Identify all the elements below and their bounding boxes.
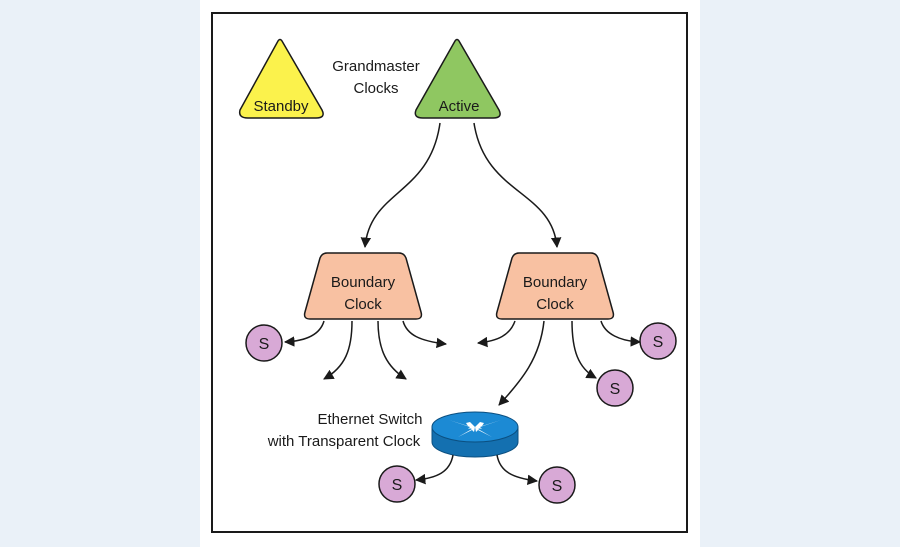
right-boundary-clock-shape (495, 252, 615, 320)
standby-grandmaster-triangle (238, 38, 324, 119)
right-boundary-label-line2: Clock (536, 296, 574, 313)
left-boundary-to-slave-link (283, 320, 325, 347)
slave-clock-right-bottom: S (596, 369, 634, 407)
switch-to-slave-link-right (496, 454, 539, 486)
left-boundary-label-line1: Boundary (331, 274, 396, 291)
slave-clock-switch-left: S (378, 465, 416, 503)
left-boundary-label-line2: Clock (344, 296, 382, 313)
active-label: Active (439, 98, 480, 115)
right-boundary-output-link-left (476, 320, 516, 348)
standby-label: Standby (253, 98, 309, 115)
right-boundary-to-switch-link (498, 320, 545, 406)
grandmaster-clocks-label-line1: Grandmaster (332, 58, 420, 75)
switch-label-line1: Ethernet Switch (317, 411, 422, 428)
svg-text:S: S (610, 381, 621, 398)
svg-text:S: S (552, 478, 563, 495)
active-grandmaster-triangle (414, 38, 501, 119)
svg-text:S: S (259, 336, 270, 353)
ethernet-switch-icon (431, 411, 519, 458)
right-boundary-to-slave-link-1 (571, 320, 597, 379)
svg-text:S: S (392, 477, 403, 494)
slave-clock-right-top: S (639, 322, 677, 360)
left-boundary-output-link-3 (402, 320, 448, 349)
slave-clock-left: S (245, 324, 283, 362)
right-boundary-label-line1: Boundary (523, 274, 588, 291)
switch-to-slave-link-left (414, 454, 454, 485)
active-to-left-boundary-link (360, 122, 441, 249)
svg-text:S: S (653, 334, 664, 351)
switch-label-line2: with Transparent Clock (267, 433, 421, 450)
active-to-right-boundary-link (473, 122, 562, 249)
left-boundary-output-link-1 (323, 320, 353, 380)
right-boundary-to-slave-link-2 (600, 320, 642, 347)
grandmaster-clocks-label-line2: Clocks (353, 80, 398, 97)
left-boundary-output-link-2 (377, 320, 407, 380)
slave-clock-switch-right: S (538, 466, 576, 504)
left-boundary-clock-shape (303, 252, 423, 320)
